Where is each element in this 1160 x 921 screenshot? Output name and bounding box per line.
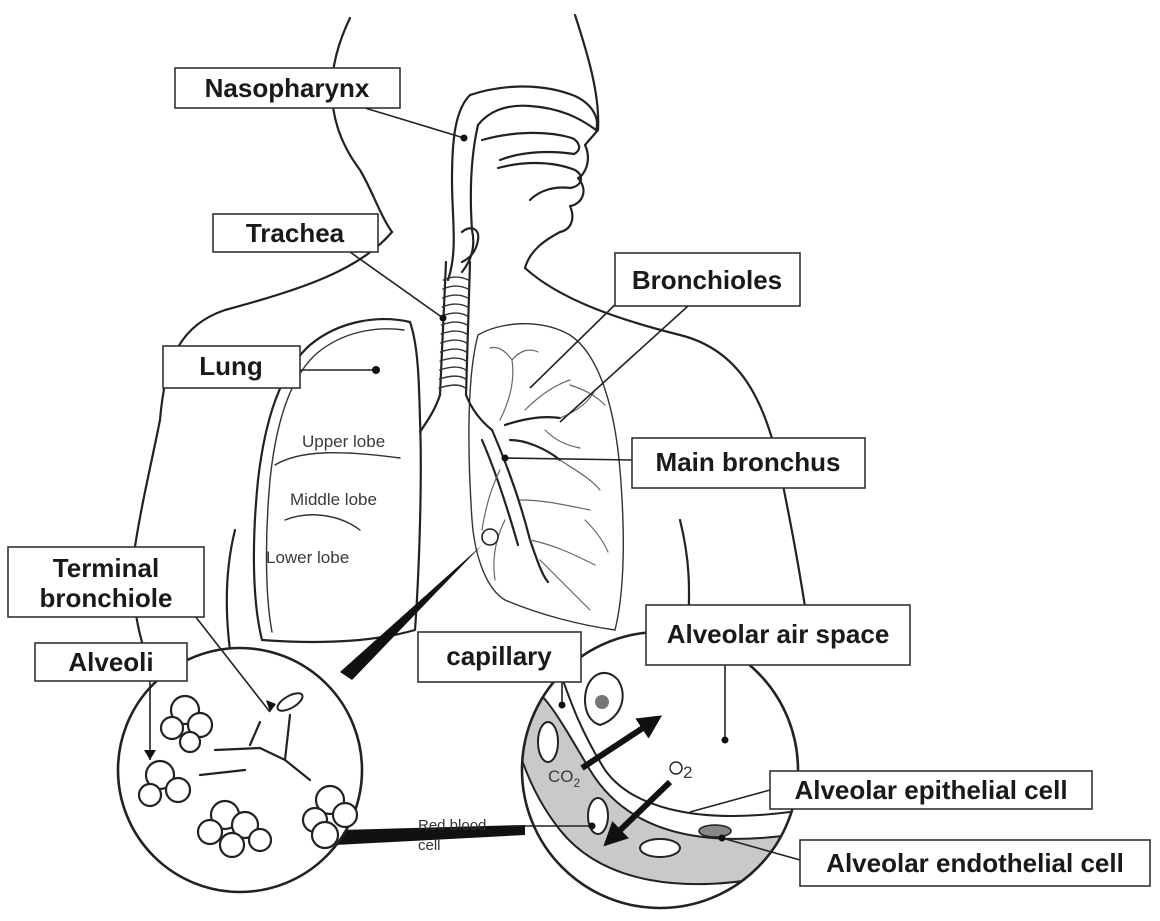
alveolus <box>198 820 222 844</box>
label-nasopharynx: Nasopharynx <box>175 68 400 108</box>
trachea-ring <box>441 340 467 343</box>
label-capillary: capillary <box>418 632 581 682</box>
trachea-ring <box>440 349 466 352</box>
red-blood-cell-1 <box>538 722 558 762</box>
nasal-cavity-outline <box>470 86 597 130</box>
red-blood-cell-label-1: Red blood <box>418 817 486 834</box>
svg-text:Alveolar air space: Alveolar air space <box>667 619 890 649</box>
trachea-ring <box>442 313 468 316</box>
svg-text:Lung: Lung <box>199 351 263 381</box>
upper-airway <box>448 86 597 280</box>
alveolus <box>161 717 183 739</box>
trachea-rings <box>439 277 469 388</box>
right-lung <box>420 324 623 630</box>
alveolus <box>249 829 271 851</box>
trachea-ring <box>441 331 467 334</box>
alveolus <box>220 833 244 857</box>
left-arm-inner <box>227 530 235 650</box>
upper-lobe-fissure <box>275 453 400 465</box>
epithelial-nucleus <box>595 695 609 709</box>
svg-text:bronchiole: bronchiole <box>40 583 173 613</box>
o2-label: 2 <box>683 763 692 782</box>
alveolus <box>180 732 200 752</box>
lower-lobe-label: Lower lobe <box>266 548 349 567</box>
label-terminal-bronchiole: Terminal bronchiole <box>8 547 204 617</box>
svg-text:Alveolar endothelial cell: Alveolar endothelial cell <box>826 848 1124 878</box>
trachea-ring <box>443 295 468 298</box>
label-alveolar-endothelial-cell: Alveolar endothelial cell <box>800 840 1150 886</box>
co2-arrow <box>582 722 652 768</box>
middle-lobe-fissure <box>285 515 360 530</box>
trachea-drawing <box>439 262 470 395</box>
tongue-outline <box>498 163 581 200</box>
epiglottis <box>462 228 478 262</box>
svg-text:Main bronchus: Main bronchus <box>656 447 841 477</box>
alveolus <box>139 784 161 806</box>
trachea-ring <box>439 385 465 388</box>
svg-text:Alveolar epithelial cell: Alveolar epithelial cell <box>794 775 1067 805</box>
trachea-ring <box>443 286 468 289</box>
label-main-bronchus: Main bronchus <box>632 438 865 488</box>
label-alveolar-epithelial-cell: Alveolar epithelial cell <box>770 771 1092 809</box>
endothelial-nucleus <box>699 825 731 837</box>
middle-lobe-label: Middle lobe <box>290 490 377 509</box>
alveolus <box>312 822 338 848</box>
trachea-ring <box>440 358 466 361</box>
svg-text:Alveoli: Alveoli <box>68 647 153 677</box>
right-lung-outline <box>469 324 623 630</box>
label-bronchioles: Bronchioles <box>615 253 800 306</box>
red-blood-cell-3 <box>640 839 680 857</box>
trachea-ring <box>440 367 466 370</box>
palate-outline <box>482 133 579 160</box>
alveolus <box>333 803 357 827</box>
label-trachea: Trachea <box>213 214 378 252</box>
svg-text:Terminal: Terminal <box>53 553 159 583</box>
upper-lobe-label: Upper lobe <box>302 432 385 451</box>
trachea-ring <box>442 304 467 307</box>
label-alveolar-air-space: Alveolar air space <box>646 605 910 665</box>
bronchial-tree <box>420 348 608 611</box>
alveoli-callout-origin <box>482 529 498 545</box>
label-lung: Lung <box>163 346 300 388</box>
trachea-ring <box>439 376 465 379</box>
trachea-ring <box>441 322 467 325</box>
svg-text:Bronchioles: Bronchioles <box>632 265 782 295</box>
svg-text:Nasopharynx: Nasopharynx <box>205 73 370 103</box>
red-blood-cell-label-2: cell <box>418 837 441 854</box>
svg-text:capillary: capillary <box>446 641 552 671</box>
svg-text:Trachea: Trachea <box>246 218 345 248</box>
alveolus <box>166 778 190 802</box>
alveoli-magnified <box>118 648 362 892</box>
label-alveoli: Alveoli <box>35 643 187 681</box>
